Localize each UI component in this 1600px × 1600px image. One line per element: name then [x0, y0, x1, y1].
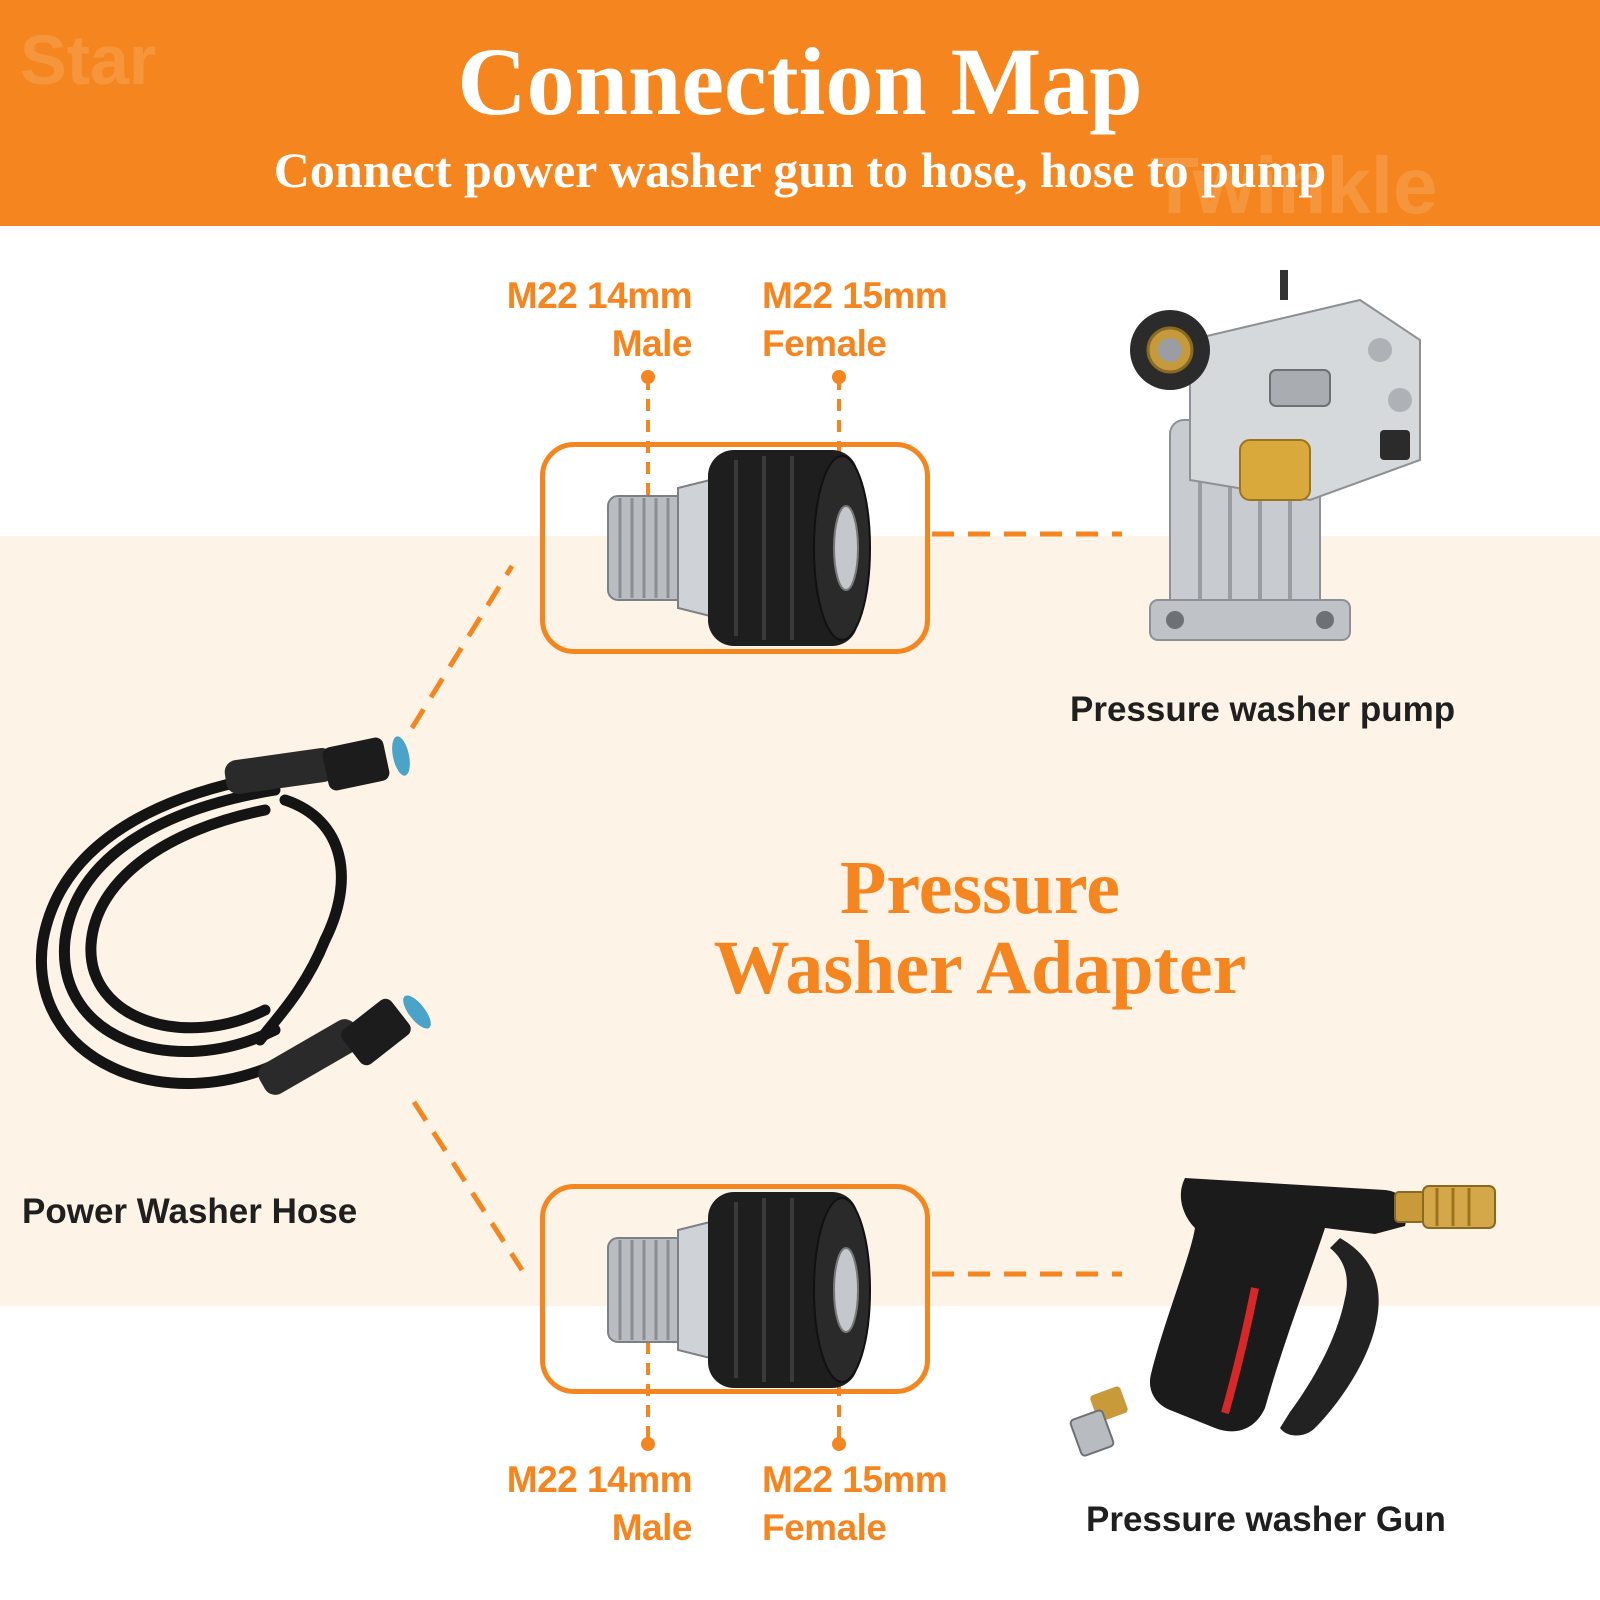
leader-dot-top-male — [641, 370, 655, 384]
hose-caption: Power Washer Hose — [22, 1192, 358, 1231]
page-subtitle: Connect power washer gun to hose, hose t… — [273, 142, 1327, 198]
connector-hose-to-bottom-adapter — [411, 1100, 525, 1272]
bottom-female-label: M22 15mm Female — [762, 1456, 1022, 1552]
leader-dot-bottom-male — [641, 1437, 655, 1451]
gun-image — [1069, 1178, 1496, 1457]
bottom-adapter-frame — [540, 1184, 930, 1394]
page-title: Connection Map — [457, 28, 1143, 135]
connector-hose-to-top-adapter — [409, 564, 515, 730]
header-banner: Star Twinkle Connection Map Connect powe… — [0, 0, 1600, 226]
pump-image — [1130, 270, 1421, 641]
hose-image — [35, 736, 431, 1095]
top-female-label: M22 15mm Female — [762, 272, 1022, 368]
center-title-line2: Washer Adapter — [713, 926, 1247, 1010]
bottom-female-size: M22 15mm — [762, 1459, 948, 1500]
leader-dot-top-female — [832, 370, 846, 384]
brand-watermark-right: Twinkle — [1150, 141, 1438, 226]
top-male-type: Male — [611, 323, 693, 364]
top-female-type: Female — [762, 323, 887, 364]
bottom-adapter-image — [607, 1192, 871, 1388]
bottom-male-label: M22 14mm Male — [440, 1456, 693, 1552]
top-adapter-image — [607, 450, 871, 646]
top-female-size: M22 15mm — [762, 275, 948, 316]
top-male-size: M22 14mm — [506, 275, 693, 316]
brand-watermark-left: Star — [20, 21, 157, 99]
gun-caption: Pressure washer Gun — [1086, 1500, 1446, 1539]
top-male-label: M22 14mm Male — [440, 272, 693, 368]
pump-caption: Pressure washer pump — [1070, 690, 1456, 729]
leader-dot-bottom-female — [832, 1437, 846, 1451]
bottom-male-type: Male — [611, 1507, 693, 1548]
background-band — [0, 536, 1600, 1306]
center-title-line1: Pressure — [839, 846, 1121, 930]
bottom-female-type: Female — [762, 1507, 887, 1548]
bottom-male-size: M22 14mm — [506, 1459, 693, 1500]
top-adapter-frame — [540, 442, 930, 654]
center-title: Pressure Washer Adapter — [640, 848, 1320, 1008]
